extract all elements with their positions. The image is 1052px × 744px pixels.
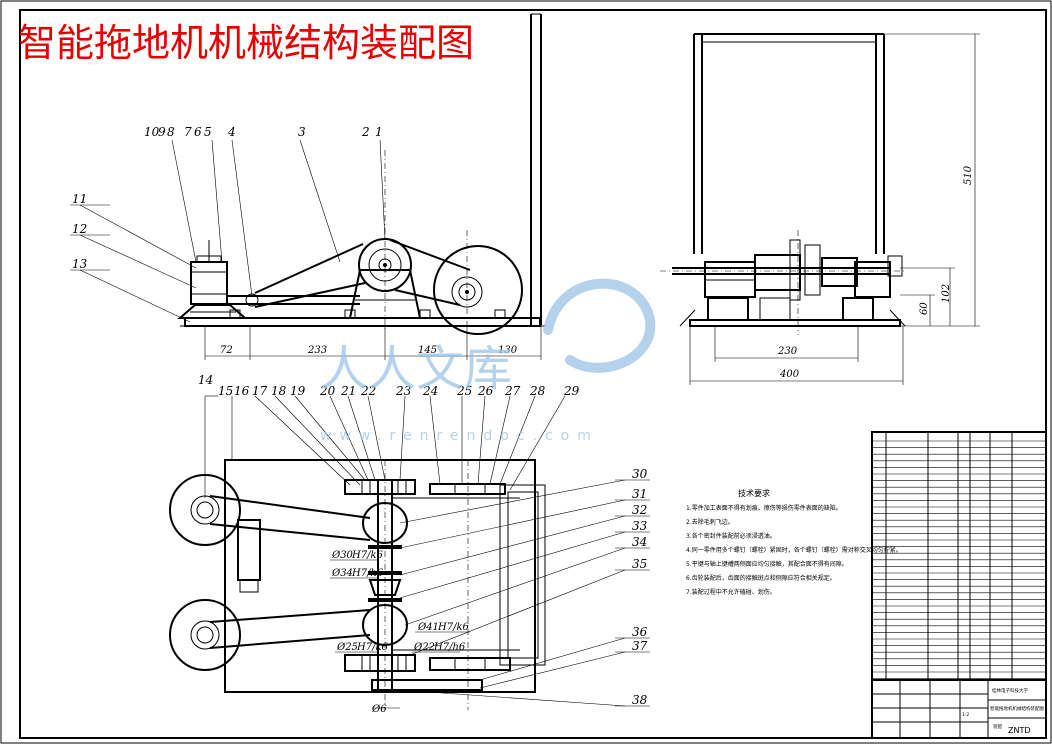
title-block: 桂林电子科技大学 智能拖地机机械结构装配图 装配 ZNTD 1:2 (872, 679, 1046, 738)
label-top-18: 18 (271, 384, 287, 398)
label-top-16: 16 (234, 384, 250, 398)
label-front-13: 13 (72, 257, 88, 271)
label-top-14: 14 (198, 373, 213, 387)
top-view: 14 15 16 17 18 19 20 21 22 23 24 25 26 2… (169, 373, 650, 715)
diam-25: Ø25 (336, 642, 358, 653)
watermark-text: 人人文库 (320, 341, 512, 397)
dim-510: 510 (963, 165, 974, 185)
title-block-school: 桂林电子科技大学 (992, 687, 1028, 694)
dim-400: 400 (779, 369, 800, 380)
tech-req-line-4: 4.同一零件用多个螺钉（螺栓）紧固时，各个螺钉（螺栓）需对称交叉均匀拧紧。 (686, 546, 902, 554)
fit-25: H7/k6 (356, 642, 389, 653)
label-top-25: 25 (456, 384, 472, 398)
side-view: 510 102 60 230 400 (660, 33, 980, 385)
label-top-21: 21 (340, 384, 356, 398)
label-top-23: 23 (395, 384, 412, 398)
tech-req-line-6: 6.齿轮装配后，齿面的接触斑点和侧隙应符合相关规定。 (686, 574, 836, 582)
label-front-7: 7 (184, 125, 192, 139)
label-top-37: 37 (632, 639, 648, 653)
parts-list-rows (872, 440, 1046, 679)
diam-6: Ø6 (371, 704, 387, 715)
label-top-20: 20 (319, 384, 336, 398)
dim-60: 60 (919, 302, 930, 315)
label-top-32: 32 (632, 503, 647, 517)
label-top-31: 31 (632, 487, 647, 501)
dim-130: 130 (498, 345, 518, 356)
label-top-29: 29 (563, 384, 580, 398)
label-front-5: 5 (204, 125, 212, 139)
label-top-36: 36 (632, 625, 648, 639)
label-top-38: 38 (632, 693, 648, 707)
label-top-33: 33 (632, 519, 648, 533)
fit-22: H7/h6 (433, 642, 466, 653)
title-block-drawing-name: 智能拖地机机械结构装配图 (990, 705, 1044, 712)
watermark-url: www.renrendoc.com (320, 428, 599, 444)
label-top-22: 22 (360, 384, 376, 398)
tech-req-line-2: 2.去除毛刺飞边。 (686, 518, 734, 526)
label-top-28: 28 (529, 384, 546, 398)
dim-102: 102 (941, 284, 952, 303)
label-front-6: 6 (194, 125, 202, 139)
tech-req-title: 技术要求 (738, 488, 770, 498)
label-front-2: 2 (361, 125, 370, 139)
diam-41: Ø41 (417, 622, 439, 633)
title-block-scale: 1:2 (962, 712, 969, 718)
dim-145: 145 (418, 345, 437, 356)
title-block-assembly: 装配 (993, 723, 1002, 730)
title-block-code: ZNTD (1008, 726, 1031, 735)
tech-req-line-3: 3.各个密封件装配前必须浸透油。 (686, 532, 776, 540)
dim-230: 230 (777, 346, 798, 357)
label-top-24: 24 (422, 384, 438, 398)
label-top-17: 17 (252, 384, 268, 398)
label-top-26: 26 (477, 384, 494, 398)
inner-frame (19, 9, 1047, 739)
label-top-19: 19 (290, 384, 306, 398)
fit-34: H7/h6 (351, 568, 384, 579)
dim-72: 72 (220, 345, 233, 356)
label-front-4: 4 (227, 125, 236, 139)
label-top-27: 27 (504, 384, 521, 398)
label-top-30: 30 (632, 467, 648, 481)
tech-req-line-1: 1.零件加工表面不得有划痕、擦伤等损伤零件表面的缺陷。 (686, 504, 842, 512)
label-front-10: 10 (144, 125, 160, 139)
label-front-8: 8 (167, 125, 175, 139)
dim-233: 233 (307, 345, 327, 356)
drawing-title: 智能拖地机机械结构装配图 (18, 21, 474, 65)
watermark: 人人文库 www.renrendoc.com (320, 278, 656, 444)
label-top-35: 35 (632, 557, 647, 571)
label-front-1: 1 (375, 125, 383, 139)
label-top-34: 34 (632, 535, 647, 549)
watermark-logo-swoosh (543, 278, 656, 373)
tech-req-line-7: 7.装配过程中不允许磕碰、划伤。 (686, 588, 776, 596)
parts-list (871, 431, 1047, 739)
label-front-9: 9 (158, 125, 166, 139)
label-top-15: 15 (218, 384, 233, 398)
tech-requirements: 技术要求 1.零件加工表面不得有划痕、擦伤等损伤零件表面的缺陷。 2.去除毛刺飞… (686, 488, 902, 596)
label-front-11: 11 (72, 192, 87, 206)
label-front-12: 12 (72, 222, 87, 236)
diam-34: Ø34 (331, 568, 353, 579)
diam-22: Ø22 (413, 642, 435, 653)
tech-req-line-5: 5.平键与轴上键槽两侧面应均匀接触，其配合面不得有间隙。 (686, 560, 848, 568)
fit-30: H7/k6 (351, 550, 384, 561)
diam-30: Ø30 (331, 550, 354, 561)
fit-41: H7/k6 (437, 622, 470, 633)
label-front-3: 3 (298, 125, 306, 139)
front-view: 10 9 8 7 6 5 4 3 2 1 11 12 13 72 233 145… (70, 13, 545, 360)
